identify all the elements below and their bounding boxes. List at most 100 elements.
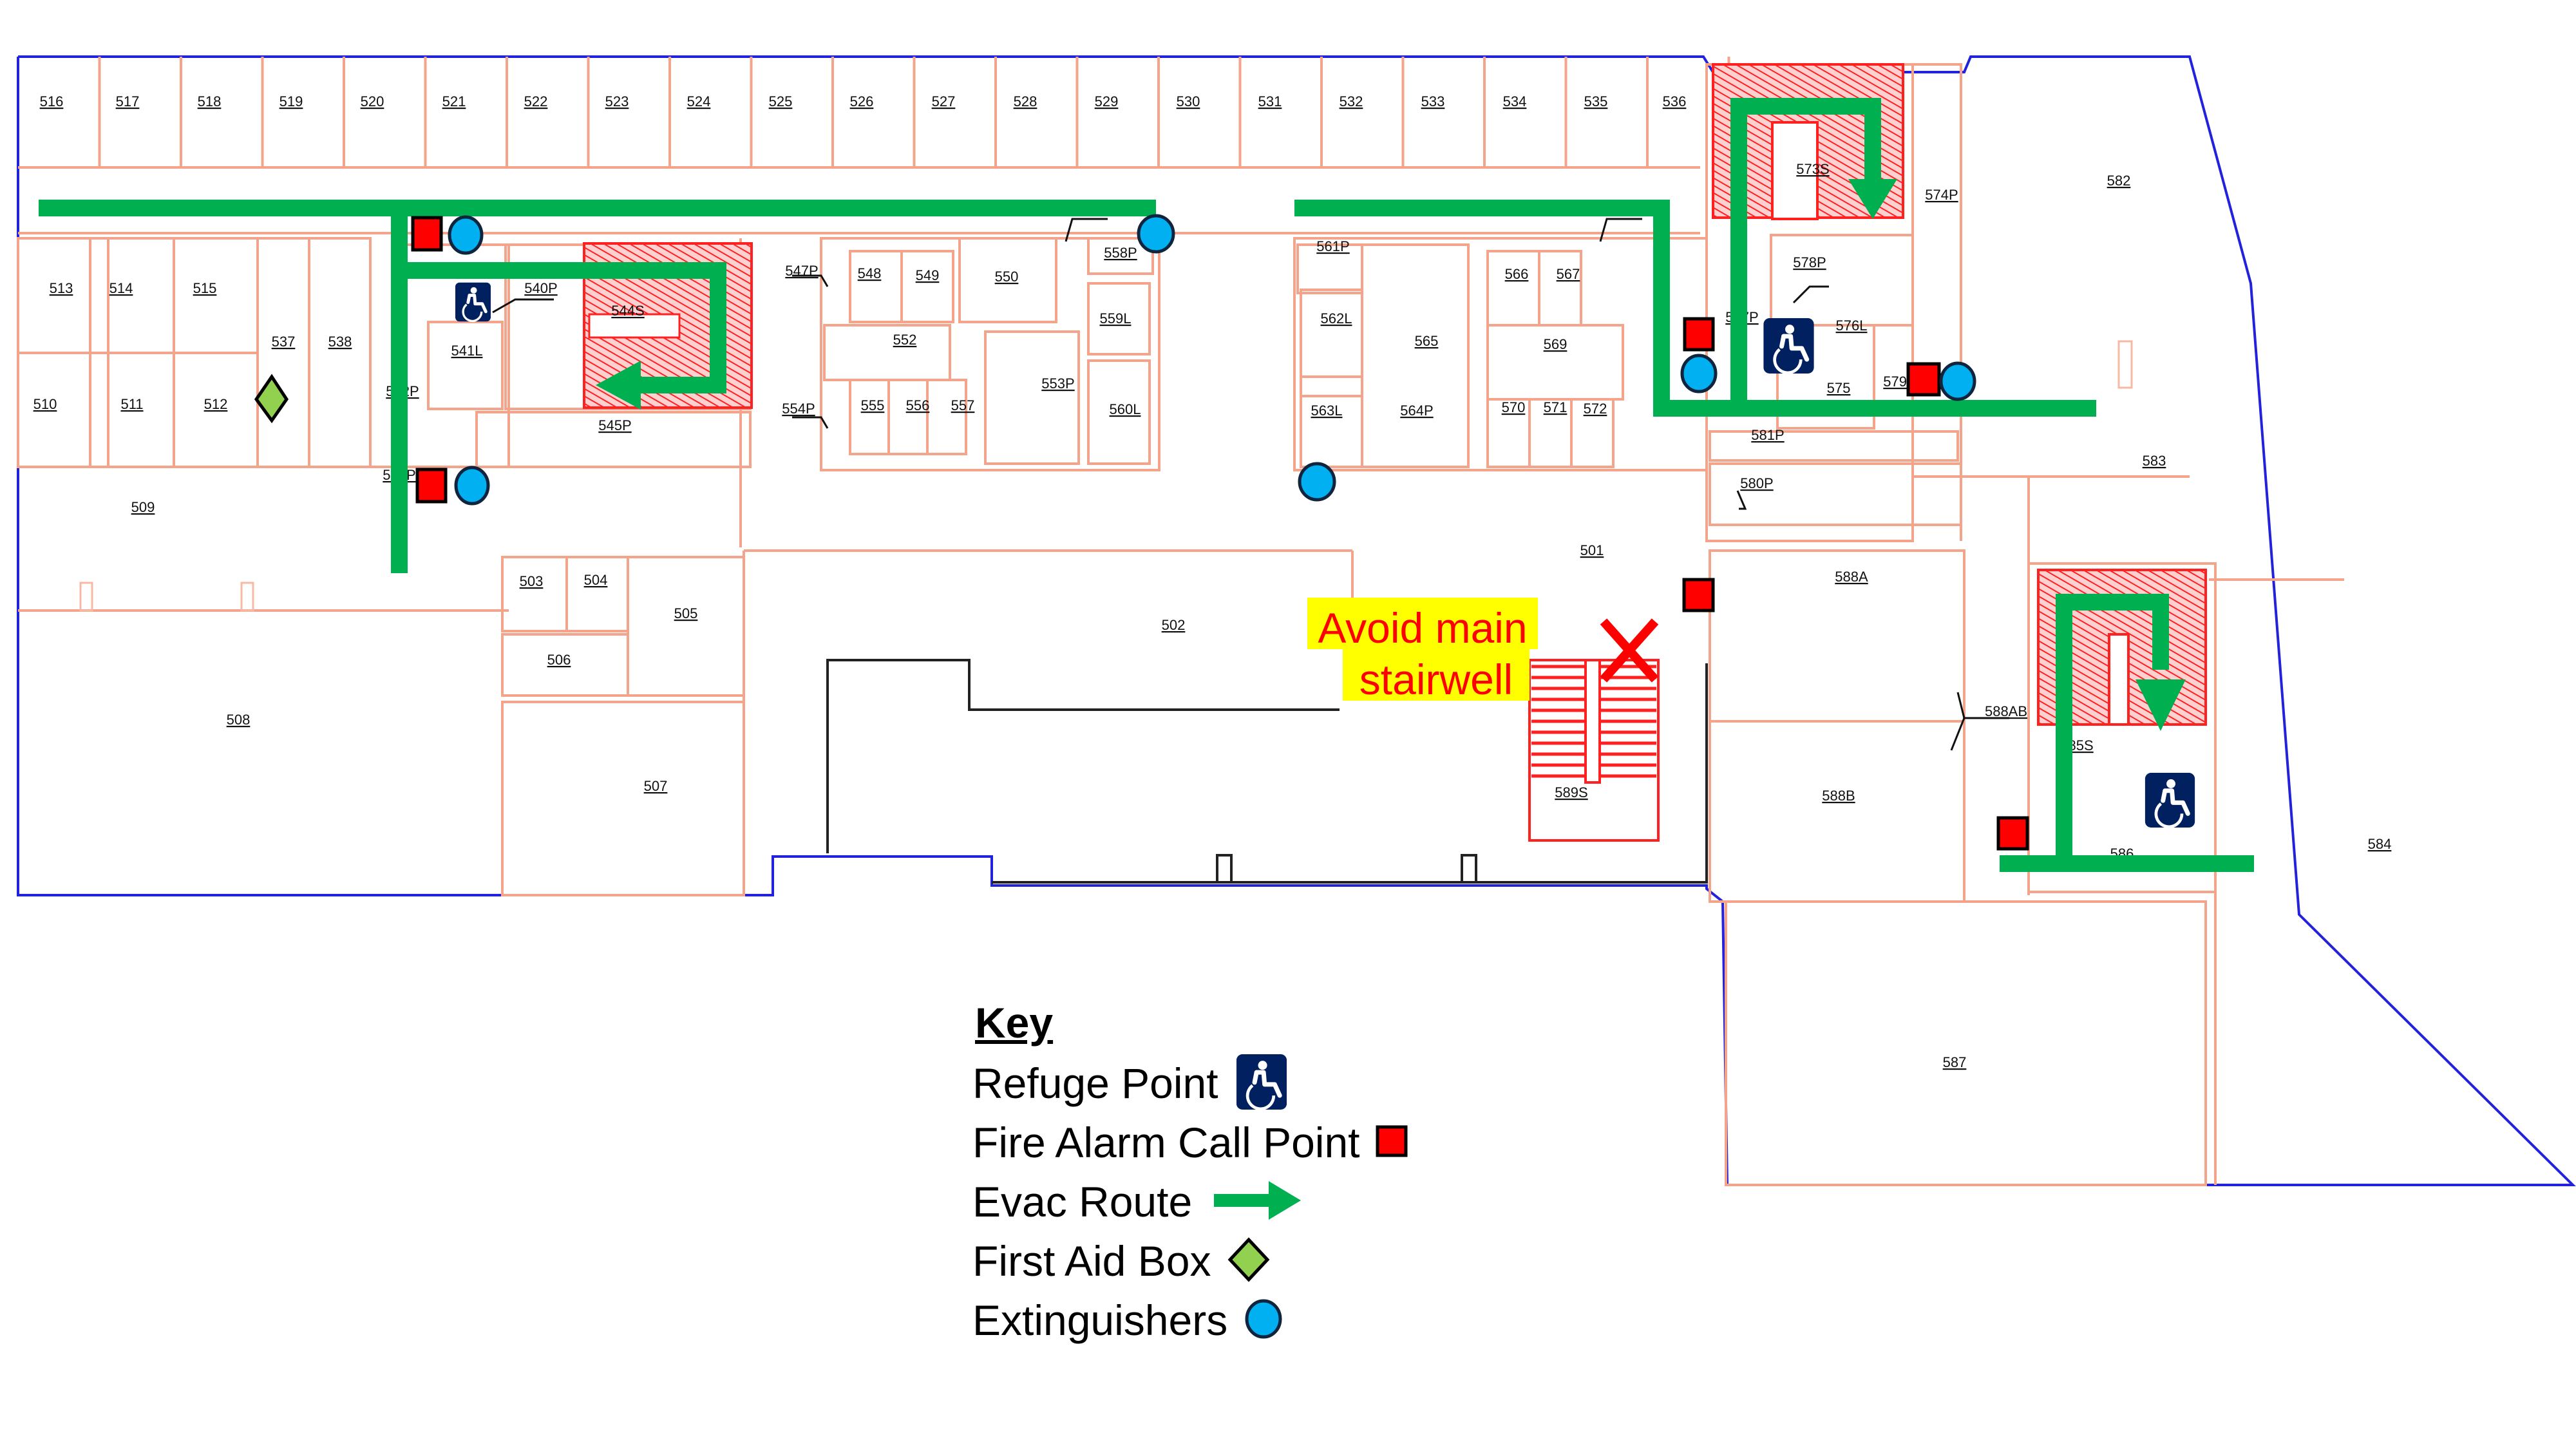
legend-label: First Aid Box: [972, 1237, 1211, 1285]
room-label: 587: [1943, 1054, 1967, 1070]
legend-label: Extinguishers: [972, 1296, 1228, 1344]
room-label: 527: [932, 93, 956, 109]
room-label: 515: [193, 280, 217, 296]
red-square-icon: [1376, 1125, 1408, 1160]
main-stairwell-589s: [1528, 659, 1660, 842]
room-label: 578P: [1793, 254, 1826, 270]
fire-alarm-call-points: [411, 216, 2029, 851]
evac-route-central-east: [1294, 200, 2096, 417]
evac-arrow-east: [1848, 179, 1897, 219]
room-label: 588B: [1822, 788, 1855, 804]
legend-item-first-aid: First Aid Box: [972, 1231, 1552, 1291]
room-label: 530: [1177, 93, 1200, 109]
room-label: 509: [131, 499, 155, 515]
room-label: 569: [1544, 336, 1567, 352]
room-label: 574P: [1925, 187, 1958, 203]
legend-label: Refuge Point: [972, 1059, 1218, 1107]
room-label: 506: [547, 652, 571, 668]
room-label: 525: [769, 93, 793, 109]
room-label: 504: [584, 572, 608, 588]
room-label: 588A: [1835, 569, 1868, 585]
room-label: 538: [328, 334, 352, 350]
room-label: 561P: [1316, 238, 1349, 254]
fire-alarm-call-point-icon: [411, 216, 443, 252]
room-label: 513: [50, 280, 73, 296]
fire-alarm-call-point-icon: [415, 468, 448, 504]
room-label: 547P: [785, 263, 818, 279]
room-label: 580P: [1740, 475, 1773, 491]
room-label: 562L: [1321, 310, 1352, 327]
room-label: 518: [198, 93, 222, 109]
evac-arrow-southeast: [2136, 679, 2186, 731]
room-label: 536: [1663, 93, 1687, 109]
room-label: 550: [995, 269, 1019, 285]
avoid-text-line2: stairwell: [1359, 656, 1513, 703]
room-label: 557: [951, 397, 975, 413]
room-label: 565: [1415, 333, 1439, 349]
room-label: 566: [1505, 266, 1529, 282]
room-label: 589S: [1555, 784, 1587, 800]
room-label: 512: [204, 396, 228, 412]
room-label: 553P: [1041, 375, 1074, 392]
room-label: 508: [227, 712, 251, 728]
room-label: 533: [1421, 93, 1445, 109]
room-label: 516: [40, 93, 64, 109]
extinguisher-icon: [1680, 354, 1718, 393]
extinguisher-icon: [448, 215, 484, 255]
room-label: 544S: [611, 303, 644, 319]
room-label: 567: [1557, 266, 1580, 282]
cross-icon: [1600, 618, 1659, 683]
room-label: 558P: [1104, 245, 1137, 261]
room-label: 502: [1162, 617, 1186, 633]
room-label: 540P: [524, 280, 557, 296]
room-label: 505: [674, 605, 698, 621]
room-label: 576L: [1836, 317, 1868, 334]
room-label: 507: [644, 778, 668, 794]
refuge-point-icon: [2145, 773, 2195, 828]
room-label: 521: [442, 93, 466, 109]
room-label: 523: [605, 93, 629, 109]
fire-alarm-call-point-icon: [1683, 317, 1715, 352]
legend-label: Fire Alarm Call Point: [972, 1119, 1360, 1166]
room-label: 559L: [1100, 310, 1132, 327]
legend-item-refuge-point: Refuge Point: [972, 1054, 1552, 1113]
room-label: 541L: [451, 343, 483, 359]
green-arrow-icon: [1208, 1180, 1304, 1223]
room-label: 570: [1502, 399, 1526, 415]
extinguishers: [448, 214, 1976, 506]
room-label: 563L: [1311, 402, 1343, 419]
room-label: 560L: [1110, 401, 1141, 417]
wheelchair-icon: [1234, 1054, 1289, 1113]
avoid-stairwell-warning: Avoid main stairwell: [1307, 598, 1659, 703]
room-label: 584: [2368, 836, 2392, 852]
room-label: 554P: [782, 401, 815, 417]
extinguisher-icon: [454, 466, 490, 506]
room-label: 520: [361, 93, 384, 109]
room-label: 549: [916, 267, 940, 283]
room-label: 531: [1258, 93, 1282, 109]
fire-alarm-call-point-icon: [1996, 816, 2029, 851]
room-label: 528: [1014, 93, 1037, 109]
room-label: 537: [272, 334, 296, 350]
room-label: 571: [1544, 399, 1567, 415]
room-label: 517: [116, 93, 140, 109]
legend-item-evac-route: Evac Route: [972, 1172, 1552, 1231]
room-label: 511: [120, 396, 143, 412]
avoid-text-line1: Avoid main: [1318, 604, 1527, 652]
room-label: 534: [1503, 93, 1527, 109]
green-diamond-icon: [1226, 1236, 1271, 1285]
room-label: 519: [279, 93, 303, 109]
room-label: 522: [524, 93, 548, 109]
fire-alarm-call-point-icon: [1682, 578, 1715, 612]
legend: Key Refuge Point Fire Alarm Call Point E…: [972, 997, 1552, 1350]
room-label: 575: [1827, 380, 1851, 396]
blue-circle-icon: [1243, 1298, 1284, 1343]
room-label: 581P: [1751, 427, 1784, 443]
room-label: 552: [893, 332, 917, 348]
fire-alarm-call-point-icon: [1906, 362, 1941, 397]
evac-route-east-stair: [1730, 98, 1881, 408]
evac-arrow-west: [596, 361, 641, 410]
extinguisher-icon: [1298, 462, 1336, 502]
